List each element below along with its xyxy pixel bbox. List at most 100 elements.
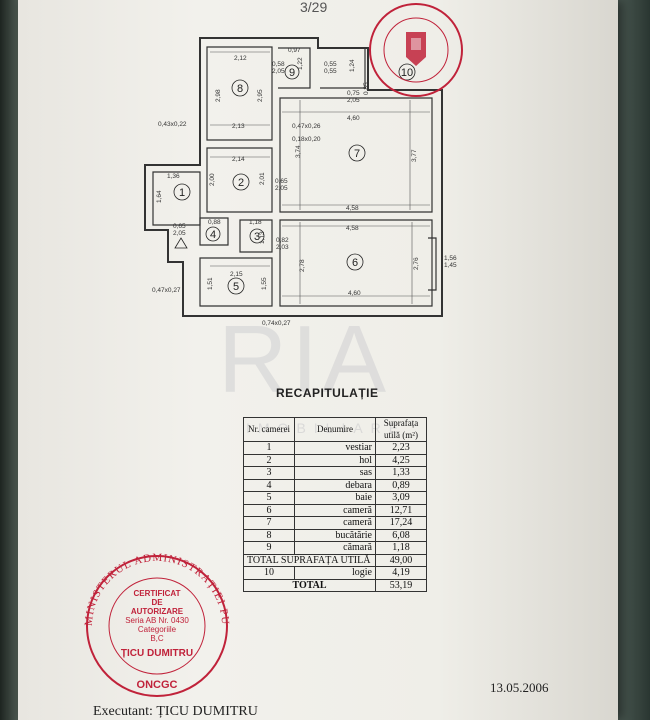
svg-text:CERTIFICAT: CERTIFICAT: [134, 589, 181, 598]
svg-text:2,78: 2,78: [299, 259, 306, 272]
total-util-value: 49,00: [375, 553, 427, 567]
row-nr: 4: [243, 478, 295, 492]
svg-text:Seria AB Nr. 0430: Seria AB Nr. 0430: [125, 616, 189, 625]
svg-text:4,58: 4,58: [346, 225, 359, 232]
svg-text:0,74x0,27: 0,74x0,27: [262, 320, 291, 327]
row-nr: 2: [243, 453, 295, 467]
svg-text:2,12: 2,12: [234, 55, 247, 62]
svg-text:2,95: 2,95: [257, 89, 264, 102]
svg-text:2,05: 2,05: [347, 97, 360, 104]
row-name: cameră: [294, 516, 376, 530]
row-name: cămară: [294, 541, 376, 555]
row-nr: 7: [243, 516, 295, 530]
room-9: 9: [289, 67, 295, 79]
svg-text:1,18: 1,18: [249, 219, 262, 226]
row-val: 6,08: [375, 528, 427, 542]
document-page: 1 2 3 4 5 6 7 8 9 10 2,12 0,97 0,58 2,05…: [18, 0, 618, 720]
background-edge-left: [0, 0, 18, 720]
svg-text:1,24: 1,24: [349, 59, 356, 72]
row-name: bucătărie: [294, 528, 376, 542]
room-5: 5: [233, 281, 239, 293]
svg-text:ONCGC: ONCGC: [137, 679, 178, 691]
svg-text:2,05: 2,05: [272, 68, 285, 75]
total-value: 53,19: [375, 578, 427, 592]
svg-text:0,43x0,22: 0,43x0,22: [158, 121, 187, 128]
svg-text:1,13: 1,13: [259, 231, 266, 244]
row-nr: 8: [243, 528, 295, 542]
row-val: 3,09: [375, 491, 427, 505]
room-8: 8: [237, 83, 243, 95]
svg-text:0,47x0,26: 0,47x0,26: [292, 123, 321, 130]
row-val: 2,23: [375, 441, 427, 455]
row-val: 0,89: [375, 478, 427, 492]
svg-text:4,58: 4,58: [346, 205, 359, 212]
svg-text:2,13: 2,13: [232, 123, 245, 130]
svg-text:2,15: 2,15: [230, 271, 243, 278]
svg-text:0,88: 0,88: [208, 219, 221, 226]
room-6: 6: [352, 257, 358, 269]
row-val: 1,18: [375, 541, 427, 555]
background-edge-right: [616, 0, 650, 720]
svg-text:4,60: 4,60: [348, 290, 361, 297]
svg-text:2,14: 2,14: [232, 156, 245, 163]
room-10: 10: [401, 67, 413, 79]
svg-text:AUTORIZARE: AUTORIZARE: [131, 607, 184, 616]
svg-text:0,82: 0,82: [276, 237, 289, 244]
floor-plan: 1 2 3 4 5 6 7 8 9 10 2,12 0,97 0,58 2,05…: [144, 0, 457, 327]
svg-text:0,18x0,20: 0,18x0,20: [292, 136, 321, 143]
row-val: 4,25: [375, 453, 427, 467]
svg-text:3,74: 3,74: [295, 145, 302, 158]
row-val: 1,33: [375, 466, 427, 480]
svg-text:0,85: 0,85: [363, 82, 370, 95]
svg-text:2,05: 2,05: [173, 230, 186, 237]
header-fragment: 3/29: [300, 0, 327, 15]
svg-text:0,58: 0,58: [272, 61, 285, 68]
logie-name: logie: [294, 566, 376, 580]
header-suprafata: Suprafața utilă (m²): [375, 417, 427, 442]
room-4: 4: [210, 229, 216, 241]
agency-stamp: [369, 3, 463, 97]
certificate-stamp: MINISTERUL ADMINISTRAȚIEI PUBLICE CERTIF…: [72, 548, 230, 697]
svg-text:2,01: 2,01: [259, 172, 266, 185]
svg-text:0,97: 0,97: [288, 47, 301, 54]
svg-text:0,75: 0,75: [347, 90, 360, 97]
svg-text:0,65: 0,65: [173, 223, 186, 230]
svg-text:0,65: 0,65: [275, 178, 288, 185]
room-2: 2: [238, 177, 244, 189]
row-name: hol: [294, 453, 376, 467]
row-nr: 1: [243, 441, 295, 455]
svg-text:0,47x0,27: 0,47x0,27: [152, 287, 181, 294]
recap-table: Nr. camerei Denumire Suprafața utilă (m²…: [243, 417, 427, 592]
row-val: 17,24: [375, 516, 427, 530]
recap-title: RECAPITULAȚIE: [276, 386, 379, 400]
executant-line: Executant: ȚICU DUMITRU: [93, 704, 258, 719]
row-val: 12,71: [375, 503, 427, 517]
svg-text:4,60: 4,60: [347, 115, 360, 122]
svg-text:B,C: B,C: [150, 634, 164, 643]
room-7: 7: [354, 148, 360, 160]
svg-text:Categoriile: Categoriile: [138, 625, 177, 634]
room-1: 1: [179, 187, 185, 199]
svg-text:1,55: 1,55: [261, 277, 268, 290]
svg-text:0,55: 0,55: [324, 61, 337, 68]
svg-text:ȚICU DUMITRU: ȚICU DUMITRU: [121, 648, 193, 659]
logie-value: 4,19: [375, 566, 427, 580]
row-nr: 9: [243, 541, 295, 555]
room-3: 3: [254, 231, 260, 243]
svg-text:1,51: 1,51: [207, 277, 214, 290]
svg-text:1,22: 1,22: [297, 57, 304, 70]
total-label: TOTAL: [243, 578, 376, 592]
svg-text:2,00: 2,00: [209, 173, 216, 186]
svg-text:2,05: 2,05: [275, 185, 288, 192]
header-nr: Nr. camerei: [243, 417, 295, 442]
svg-text:DE: DE: [151, 598, 163, 607]
